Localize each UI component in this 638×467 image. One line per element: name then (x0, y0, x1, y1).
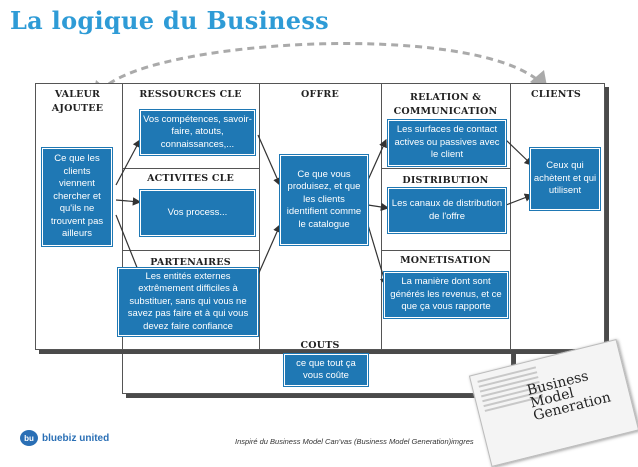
box-valeur-ajoutee: Ce que les clients viennent chercher et … (42, 148, 112, 246)
box-clients: Ceux qui achètent et qui utilisent (530, 148, 600, 210)
divider (381, 83, 382, 349)
divider (381, 250, 510, 251)
box-ressources: Vos compétences, savoir-faire, atouts, c… (140, 110, 255, 155)
section-activites-cle: ACTIVITES CLE (147, 173, 234, 184)
box-offre: Ce que vous produisez, et que les client… (280, 155, 368, 245)
divider (510, 83, 511, 349)
footer-credit: Inspiré du Business Model Can'vas (Busin… (235, 437, 474, 446)
section-valeur-ajoutee: VALEUR AJOUTEE (51, 89, 104, 114)
section-relation: RELATION & COMMUNICATION (393, 92, 498, 117)
divider (122, 250, 259, 251)
connector-arrows (115, 134, 534, 287)
box-distribution: Les canaux de distribution de l'offre (388, 188, 506, 233)
section-couts: COUTS (300, 340, 340, 351)
book-title: Business Model Generation (525, 368, 613, 425)
page-title: La logique du Business (10, 6, 329, 35)
section-monetisation: MONETISATION (400, 255, 491, 266)
section-ressources-cle: RESSOURCES CLE (139, 89, 242, 100)
section-clients: CLIENTS (531, 89, 581, 100)
box-couts: ce que tout ça vous coûte (284, 354, 368, 386)
box-relation: Les surfaces de contact actives ou passi… (388, 120, 506, 166)
logo-mark: bu (20, 430, 38, 446)
divider (259, 83, 260, 349)
bluebiz-logo: bu bluebiz united (20, 430, 109, 446)
logo-text: bluebiz united (42, 432, 110, 444)
section-partenaires: PARTENAIRES (150, 257, 231, 268)
box-monetisation: La manière dont sont générés les revenus… (384, 272, 508, 318)
box-activites: Vos process... (140, 190, 255, 236)
divider (381, 168, 510, 169)
box-partenaires: Les entités externes extrêmement diffici… (118, 268, 258, 336)
section-distribution: DISTRIBUTION (402, 175, 489, 186)
divider (122, 168, 259, 169)
divider (122, 83, 123, 349)
section-offre: OFFRE (301, 89, 339, 100)
